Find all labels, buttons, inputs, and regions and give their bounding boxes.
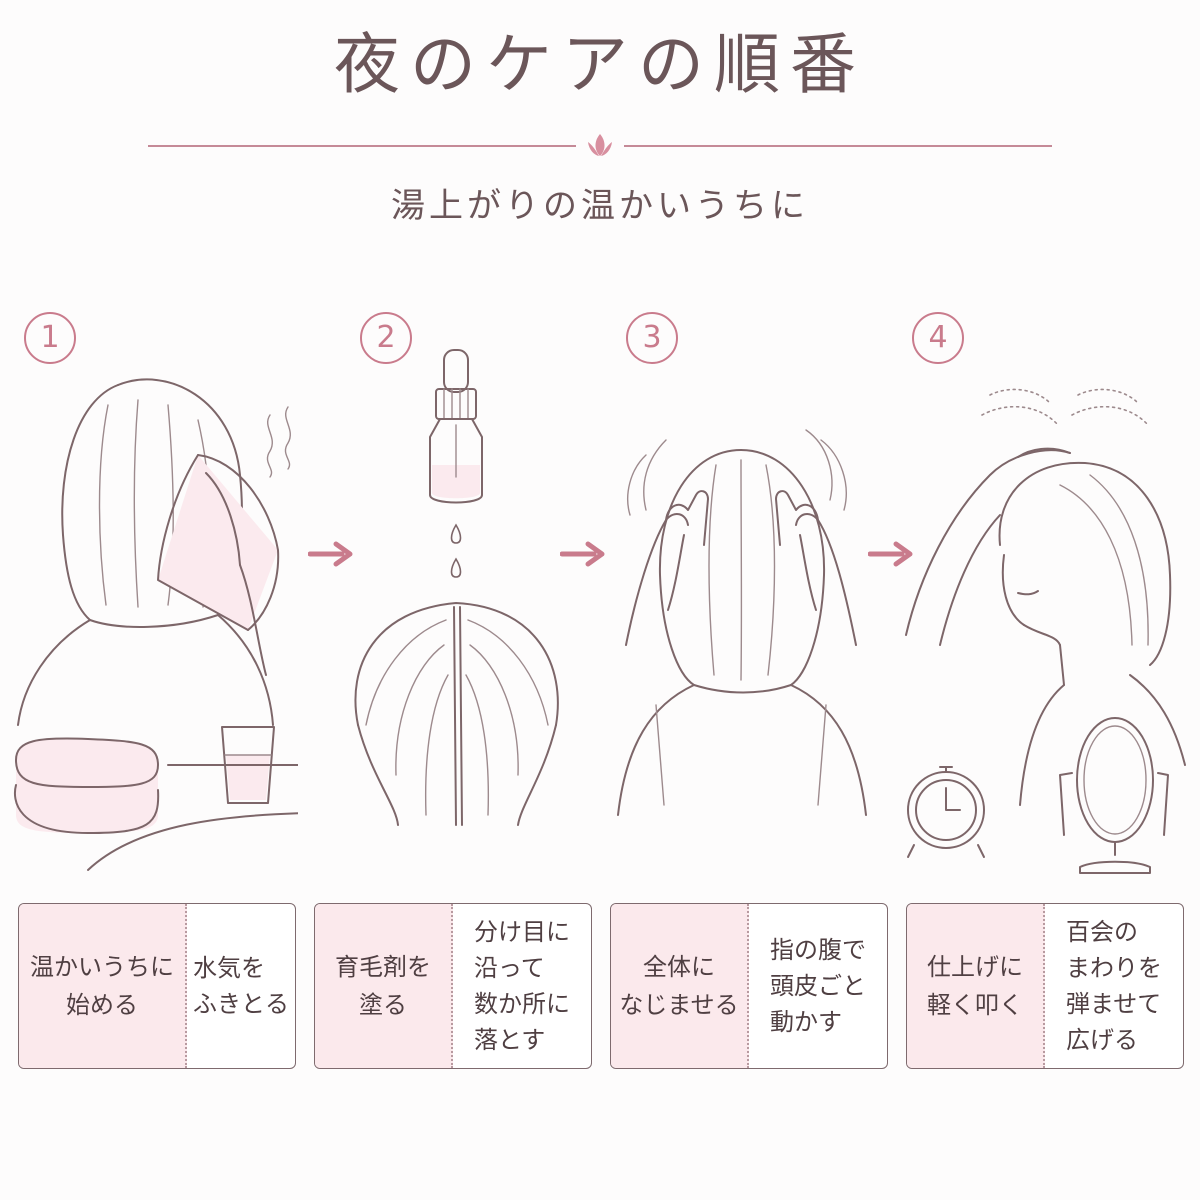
raised-arm [905, 447, 1071, 646]
alarm-clock-icon [907, 766, 985, 858]
tapping-motion-icon [981, 388, 1149, 426]
step-3-illustration [617, 429, 867, 816]
step-2-detail: 分け目に 沿って 数か所に 落とす [474, 918, 570, 1054]
woman-profile-figure [998, 461, 1186, 806]
step-3-action: 全体に なじませる [611, 904, 749, 1068]
scalp-top-view [354, 602, 559, 826]
step-2-number: 2 [360, 312, 412, 364]
hands-on-scalp [625, 490, 857, 646]
dropper-bottle-icon [429, 349, 483, 504]
towel-in-hand [157, 454, 280, 676]
step-1-detail: 水気を ふきとる [193, 954, 289, 1018]
step-3-detail: 指の腹で 頭皮ごと 動かす [770, 936, 866, 1036]
step-3-number: 3 [626, 312, 678, 364]
step-4-illustration [905, 388, 1186, 874]
step-3-card: 全体に なじませる 指の腹で 頭皮ごと 動かす [610, 903, 888, 1069]
step-4-detail: 百会の まわりを 弾ませて 広げる [1066, 918, 1162, 1054]
droplet-icons [450, 523, 462, 578]
steam-icon [266, 406, 291, 478]
arrow-right-icon [560, 541, 605, 567]
step-2-action: 育毛剤を 塗る [315, 904, 453, 1068]
vanity-counter [87, 764, 298, 871]
title-divider [148, 134, 1052, 156]
motion-lines-icon [627, 429, 847, 516]
step-4-number: 4 [912, 312, 964, 364]
hand-mirror-icon [1059, 717, 1169, 874]
step-1-illustration [13, 378, 298, 871]
step-2-illustration [354, 349, 559, 826]
water-glass [221, 726, 275, 804]
page-title: 夜のケアの順番 [334, 26, 866, 103]
arrow-right-icon [308, 541, 353, 567]
folded-towels [13, 737, 160, 834]
step-2-card: 育毛剤を 塗る 分け目に 沿って 数か所に 落とす [314, 903, 592, 1069]
step-1-number: 1 [24, 312, 76, 364]
lotus-icon [588, 134, 612, 156]
step-4-card: 仕上げに 軽く叩く 百会の まわりを 弾ませて 広げる [906, 903, 1184, 1069]
woman-back-figure [617, 449, 867, 816]
step-4-action: 仕上げに 軽く叩く [907, 904, 1045, 1068]
arrow-right-icon [868, 541, 913, 567]
step-1-card: 温かいうちに 始める 水気を ふきとる [18, 903, 296, 1069]
step-1-action: 温かいうちに 始める [19, 904, 187, 1068]
page-subtitle: 湯上がりの温かいうちに [391, 186, 809, 226]
